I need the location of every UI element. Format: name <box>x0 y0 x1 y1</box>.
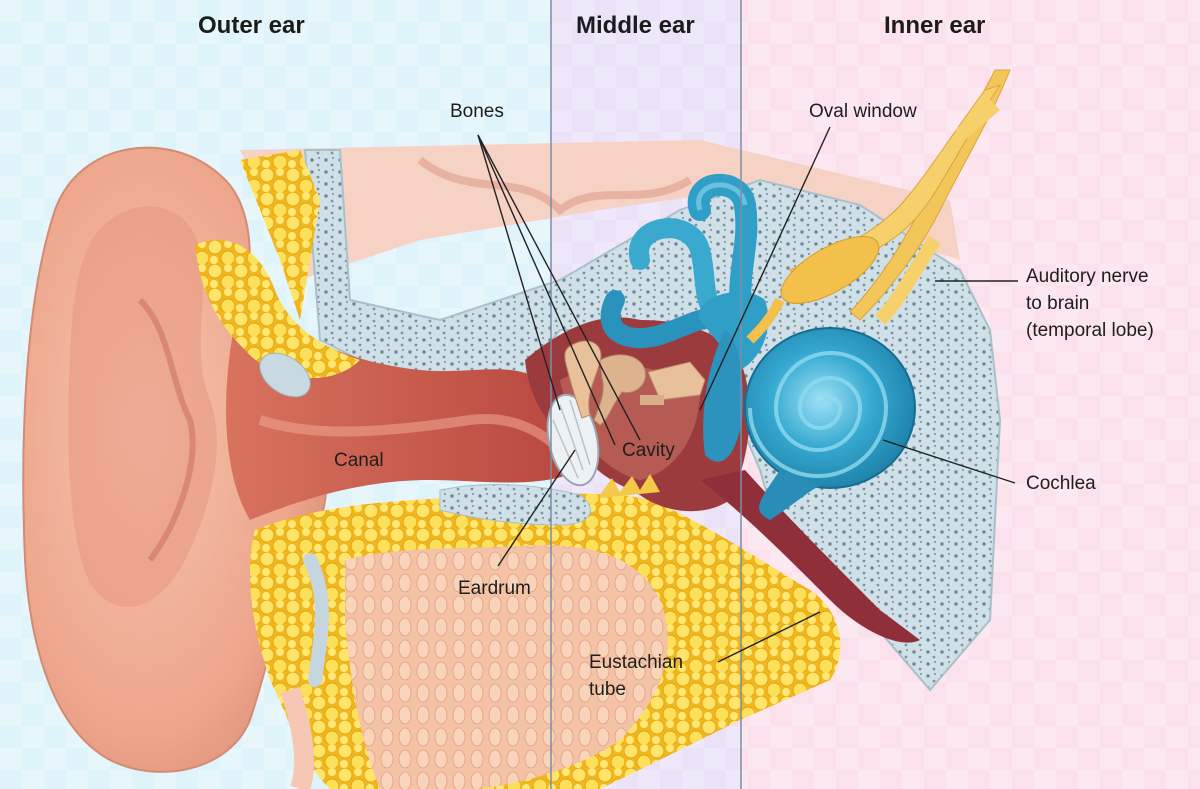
outer-ear-heading: Outer ear <box>198 12 305 39</box>
bones-label: Bones <box>450 101 504 122</box>
upper-fat <box>195 240 360 379</box>
leader-lines <box>477 126 1018 663</box>
auditory-nerve-line-2: to brain <box>1026 293 1090 314</box>
auditory-nerve-line-3: (temporal lobe) <box>1026 320 1154 341</box>
canal-label: Canal <box>334 450 384 471</box>
cochlea-spiral <box>744 327 916 520</box>
eustachian-line-1: Eustachian <box>589 652 684 673</box>
eustachian-tube-label: Eustachian tube <box>589 649 683 703</box>
soft-tissue <box>345 545 668 789</box>
inner-ear-heading: Inner ear <box>884 12 986 39</box>
auditory-nerve-label: Auditory nerve to brain (temporal lobe) <box>1026 263 1154 344</box>
oval-window-label: Oval window <box>809 101 917 122</box>
auditory-nerve-line-1: Auditory nerve <box>1026 266 1149 287</box>
semicircular-canals <box>600 173 769 370</box>
cavity-label: Cavity <box>622 440 675 461</box>
eustachian-tube <box>700 470 920 643</box>
cochlea-label: Cochlea <box>1026 473 1096 494</box>
auditory-nerve <box>746 69 1011 344</box>
ossicles <box>564 340 706 426</box>
eustachian-line-2: tube <box>589 679 626 700</box>
upper-tissue <box>240 140 960 280</box>
eardrum-label: Eardrum <box>458 578 531 599</box>
middle-ear-heading: Middle ear <box>576 12 695 39</box>
